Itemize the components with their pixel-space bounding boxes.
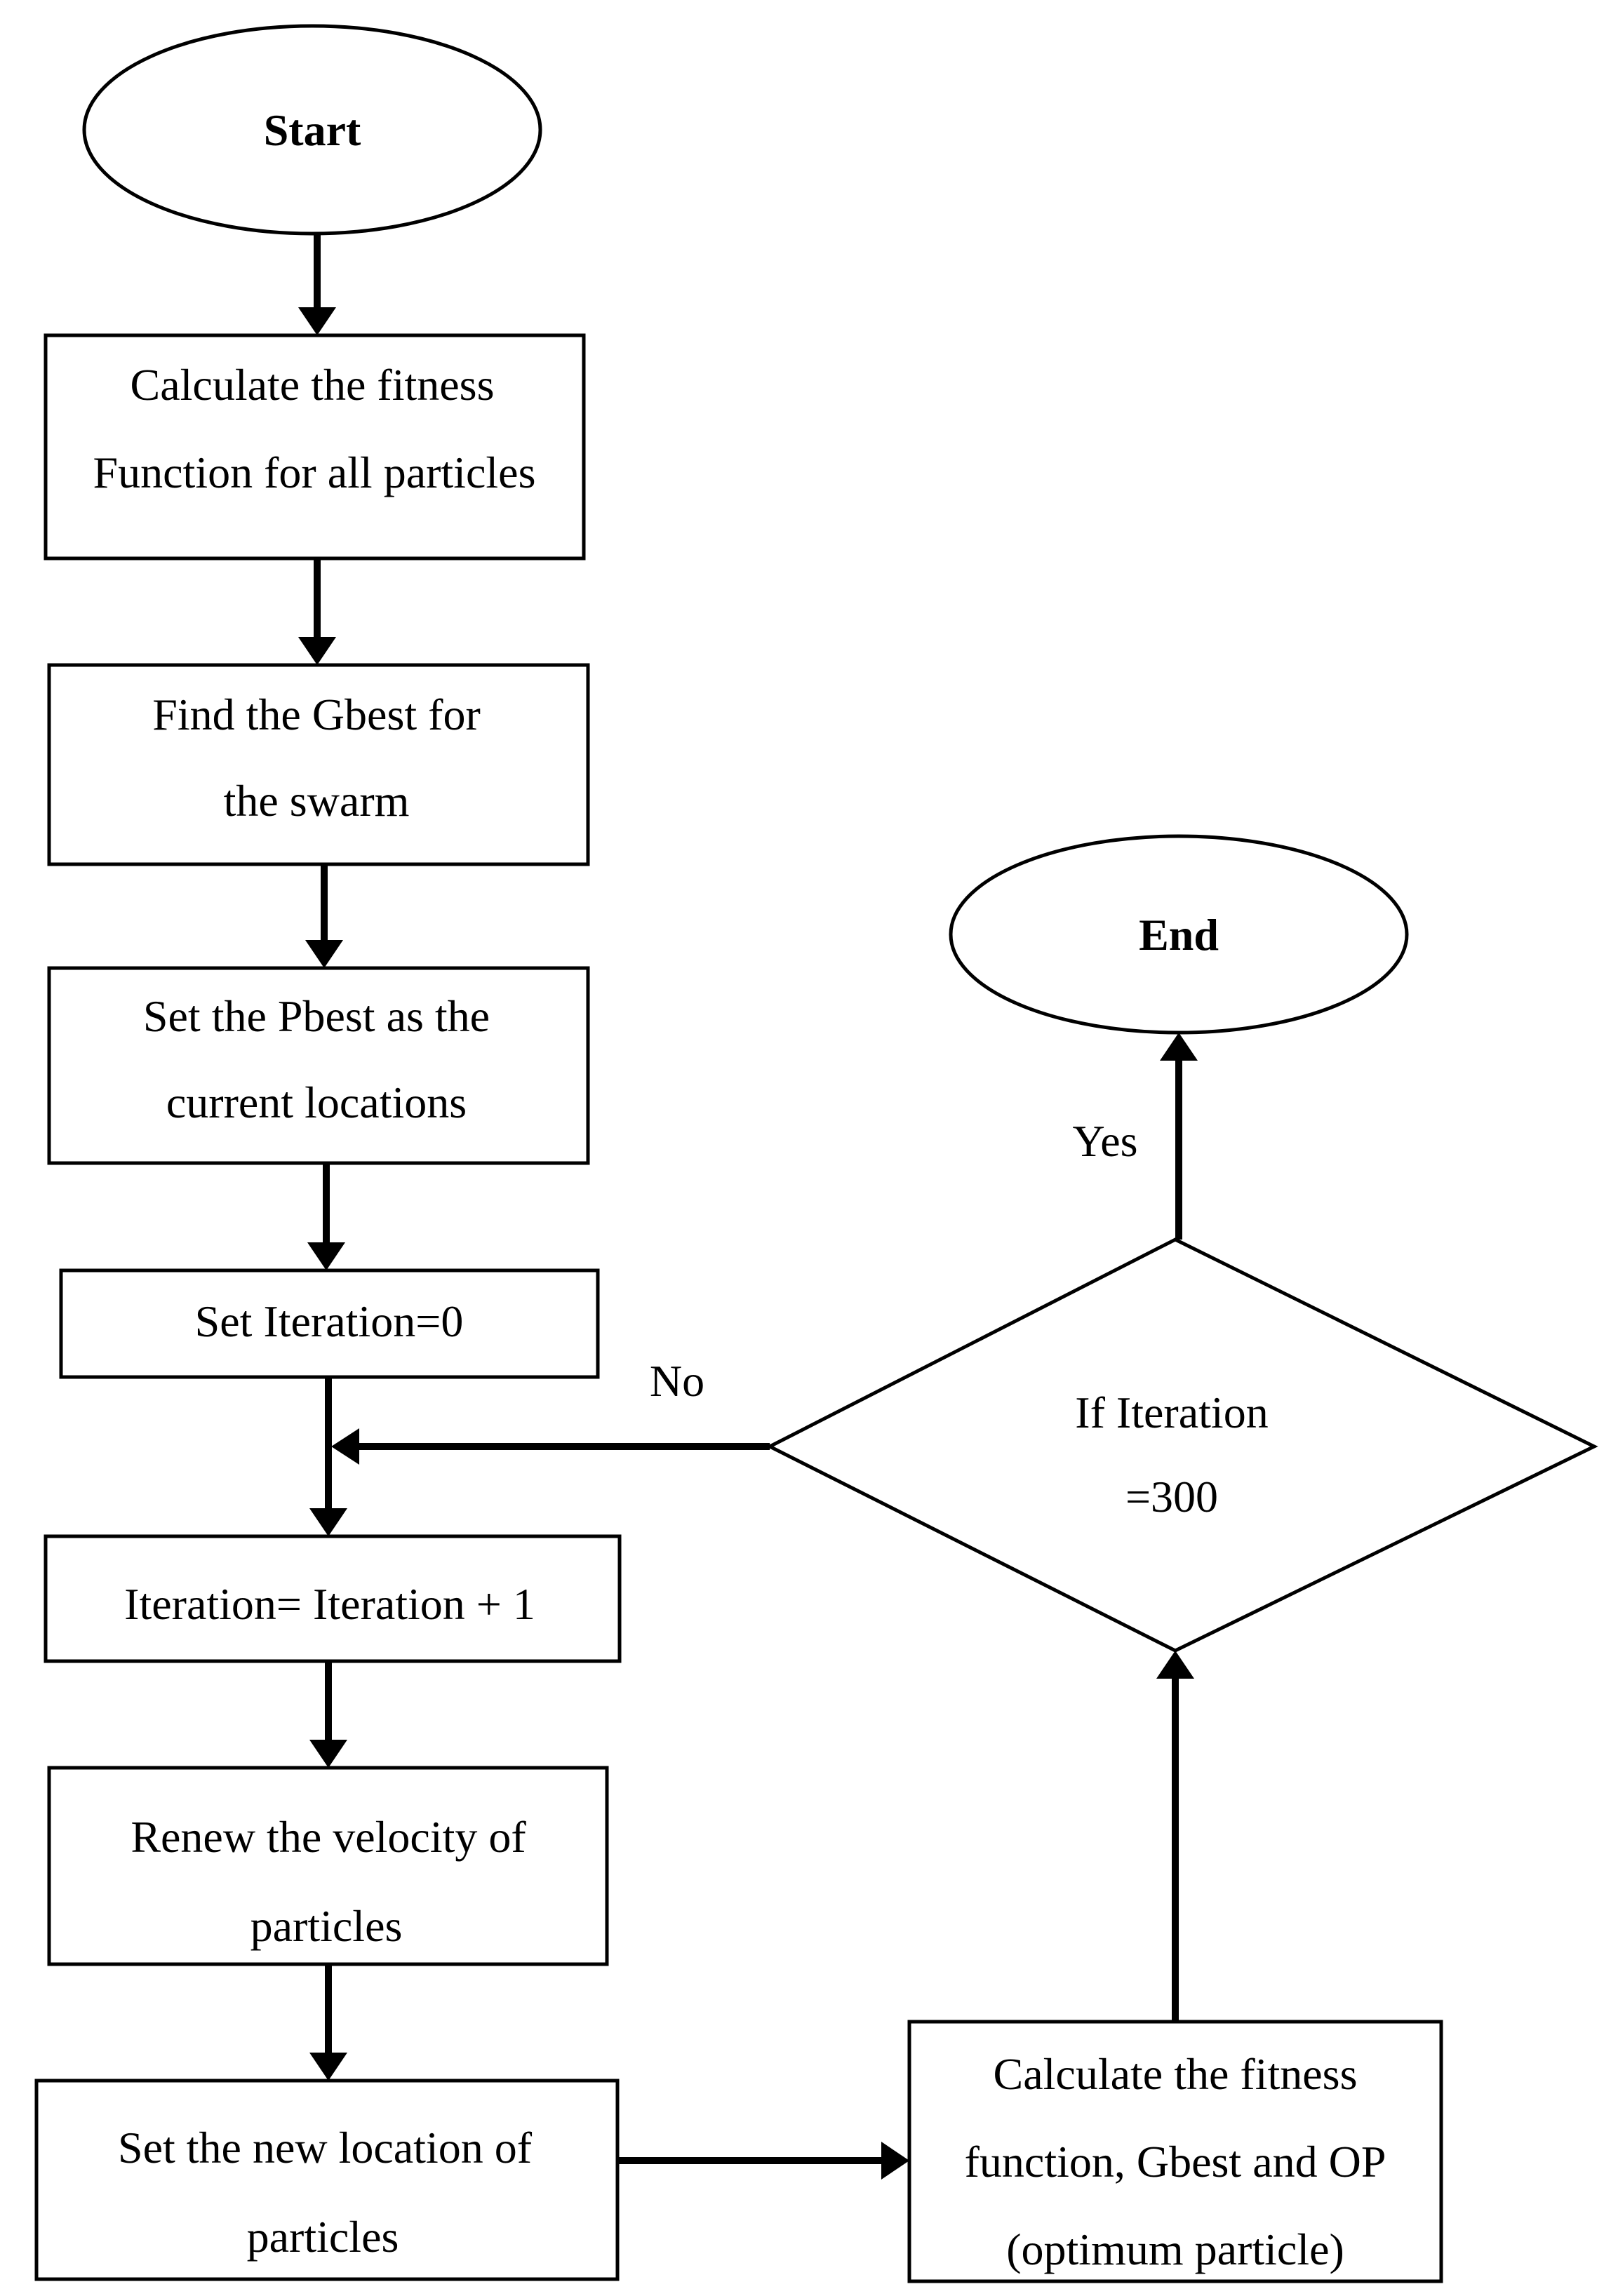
set-pbest-box [47, 966, 590, 1165]
set-pbest-line-2: current locations [166, 1077, 467, 1127]
set-location-box [34, 2079, 620, 2281]
calc-fitness-line-1: Calculate the fitness [131, 360, 495, 410]
no-label: No [650, 1356, 704, 1406]
set-iteration-label: Set Iteration=0 [195, 1296, 464, 1346]
set-location-line-1: Set the new location of [118, 2123, 533, 2173]
arrow-calc-to-gbest [298, 558, 336, 665]
decision-line-1: If Iteration [1075, 1388, 1268, 1437]
arrow-decision-yes [1160, 1033, 1198, 1240]
end-node: End [949, 834, 1409, 1035]
decision-line-2: =300 [1125, 1472, 1218, 1522]
increment-label: Iteration= Iteration + 1 [124, 1579, 535, 1629]
increment-node: Iteration= Iteration + 1 [44, 1534, 622, 1663]
increment-box [44, 1534, 622, 1663]
set-iteration-node: Set Iteration=0 [59, 1268, 600, 1379]
start-oval [82, 24, 542, 236]
arrow-iteration-to-increment [309, 1377, 347, 1536]
find-gbest-line-2: the swarm [224, 776, 410, 826]
renew-velocity-line-2: particles [250, 1901, 403, 1951]
set-location-line-2: particles [247, 2212, 399, 2262]
arrow-velocity-to-location [309, 1964, 347, 2081]
calc-fitness-node: Calculate the fitness Function for all p… [44, 333, 586, 560]
renew-velocity-line-1: Renew the velocity of [131, 1812, 526, 1862]
find-gbest-line-1: Find the Gbest for [152, 690, 481, 739]
start-label: Start [264, 105, 361, 155]
decision-diamond [766, 1237, 1598, 1653]
arrow-decision-no [331, 1428, 770, 1465]
start-node: Start [82, 24, 542, 236]
calc-fitness-box [44, 333, 586, 560]
end-label: End [1139, 910, 1219, 960]
renew-velocity-node: Renew the velocity of particles [47, 1766, 609, 1966]
set-pbest-line-1: Set the Pbest as the [143, 991, 490, 1041]
calc-final-line-2: function, Gbest and OP [965, 2137, 1386, 2187]
find-gbest-box [47, 663, 590, 866]
arrow-location-to-final [617, 2142, 909, 2180]
calc-final-box [907, 2020, 1443, 2283]
arrow-increment-to-velocity [309, 1661, 347, 1768]
set-location-node: Set the new location of particles [34, 2079, 620, 2281]
arrow-start-to-calc [298, 234, 336, 335]
yes-label: Yes [1072, 1116, 1137, 1166]
calc-fitness-line-2: Function for all particles [93, 448, 536, 497]
arrow-final-to-decision [1156, 1651, 1194, 2022]
calc-final-node: Calculate the fitness function, Gbest an… [907, 2020, 1443, 2283]
calc-final-line-1: Calculate the fitness [994, 2049, 1358, 2099]
find-gbest-node: Find the Gbest for the swarm [47, 663, 590, 866]
calc-final-line-3: (optimum particle) [1006, 2224, 1344, 2274]
arrow-pbest-to-iteration [307, 1163, 345, 1270]
decision-node: If Iteration =300 [766, 1237, 1598, 1653]
arrow-gbest-to-pbest [305, 864, 343, 968]
set-pbest-node: Set the Pbest as the current locations [47, 966, 590, 1165]
